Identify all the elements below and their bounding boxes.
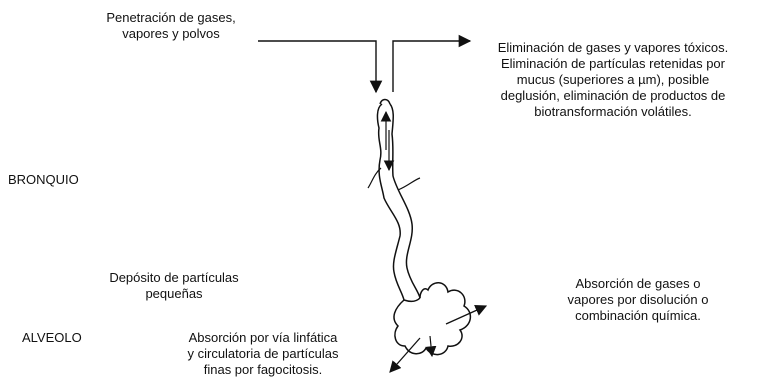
bronchus-branch-right [397, 177, 421, 191]
label-absorcion-linfatica: Absorción por vía linfática y circulator… [187, 330, 339, 377]
label-eliminacion: Eliminación de gases y vapores tóxicos. … [497, 40, 729, 119]
label-deposito: Depósito de partículas pequeñas [109, 270, 239, 301]
label-absorcion-gases: Absorción de gases o vapores por disoluc… [567, 276, 709, 323]
entry-arrow [258, 40, 383, 94]
label-bronquio: BRONQUIO [8, 172, 79, 187]
exit-arrow [392, 34, 472, 92]
alveolus-sac [393, 282, 472, 356]
label-penetracion: Penetración de gases, vapores y polvos [106, 10, 236, 41]
bronchus-top [379, 98, 391, 105]
alveolus-arrow-up-right [445, 304, 488, 325]
label-alveolo: ALVEOLO [22, 330, 82, 345]
bronchus-branch-left [367, 167, 382, 189]
alveolus-arrow-down-left [389, 337, 421, 373]
bronchus-tube [376, 103, 421, 301]
alveolus-arrow-down [425, 335, 437, 358]
